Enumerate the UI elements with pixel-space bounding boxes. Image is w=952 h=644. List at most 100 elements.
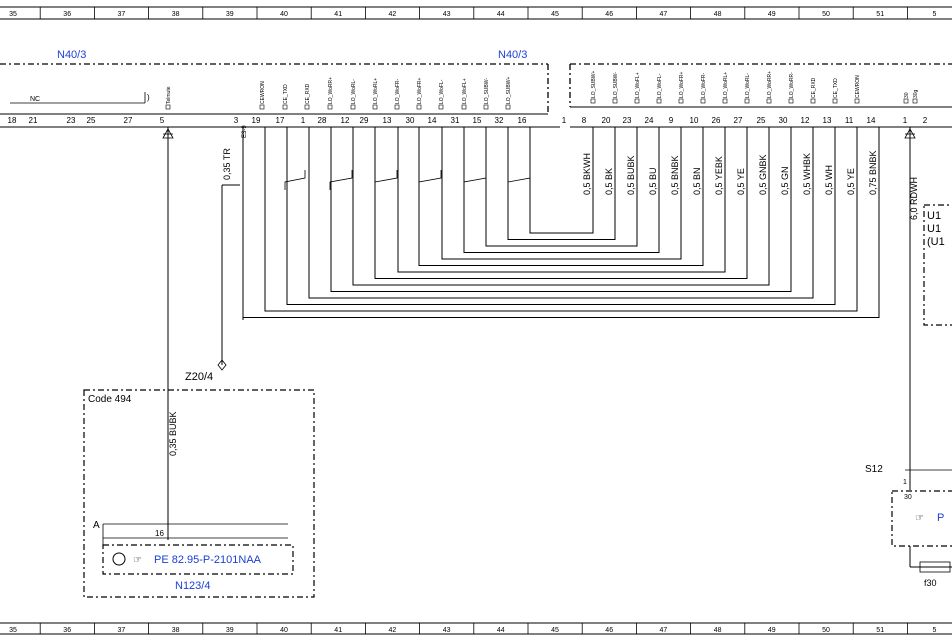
wire-label: 0,5 BK <box>604 168 614 195</box>
nc-label: NC <box>30 96 40 103</box>
right-pin-number: 9 <box>669 116 674 125</box>
left-pin-number: 1 <box>301 116 306 125</box>
right-signal-label: LO_SUBW- <box>613 72 619 98</box>
wire-path <box>397 127 726 273</box>
wire-label: 0,5 GNBK <box>758 154 768 195</box>
left-signal-label: CE_RXD <box>305 83 311 104</box>
left-branch: 0,35 BUBK E3-9 0,35 TR Z20/4 <box>162 125 248 540</box>
svg-text:): ) <box>147 93 150 102</box>
ruler-number: 40 <box>280 11 288 18</box>
wire-label: 0,5 BU <box>648 167 658 195</box>
twisted-pair-marker <box>463 170 487 190</box>
wire-path <box>264 127 858 312</box>
wire-tr-label: 0,35 TR <box>222 148 232 180</box>
right-signal-label: LO_WoFR+ <box>679 71 685 98</box>
right-signal-label: LO_WoFL- <box>657 73 663 98</box>
ruler-number: 36 <box>63 11 71 18</box>
right-signal-label: LO_WoRL- <box>745 73 751 98</box>
left-pin-number: 17 <box>276 116 285 125</box>
pin-1-label: 1 <box>903 479 907 486</box>
u-label-3: (U1 <box>927 236 945 248</box>
left-pin-number: 25 <box>87 116 96 125</box>
wire-label: 0,5 BKWH <box>582 153 592 195</box>
right-pin-number: 10 <box>690 116 699 125</box>
left-signal-label: LO_WoFR- <box>395 78 401 104</box>
left-pin-number: 32 <box>495 116 504 125</box>
ruler-number: 41 <box>334 627 342 634</box>
twisted-pair-marker <box>507 170 531 190</box>
right-pin-number: 12 <box>801 116 810 125</box>
wire-label: 0,5 BUBK <box>626 155 636 195</box>
ruler-number: 45 <box>551 627 559 634</box>
right-pin-number: 25 <box>757 116 766 125</box>
ruler-number: 49 <box>768 11 776 18</box>
right-pin-number: 23 <box>623 116 632 125</box>
ruler-number: 48 <box>714 627 722 634</box>
wire-label: 0,5 YEBK <box>714 156 724 195</box>
left-pin-number: 18 <box>8 116 17 125</box>
right-signal-label: CE_TXD <box>833 78 839 98</box>
ruler-number: 5 <box>932 627 936 634</box>
left-signal-label: CE_TXD <box>283 84 289 104</box>
right-pin-number: 24 <box>645 116 654 125</box>
wire-path <box>485 127 638 247</box>
ruler-number: 37 <box>118 11 126 18</box>
n40-left-label: N40/3 <box>57 49 86 61</box>
right-pin-number: 27 <box>734 116 743 125</box>
right-signal-label: 30 <box>904 92 910 98</box>
right-signal-label: LO_SUBW+ <box>591 71 597 98</box>
right-signal-label: LO_WoRL+ <box>723 72 729 98</box>
ruler-number: 39 <box>226 11 234 18</box>
wire-path <box>242 127 880 318</box>
ruler-number: 43 <box>443 11 451 18</box>
left-signal-label: CEWRON <box>260 81 266 104</box>
ruler-number: 51 <box>876 11 884 18</box>
right-pin-number: 1 <box>903 116 908 125</box>
ruler-number: 44 <box>497 11 505 18</box>
wire-bubk-label: 0,35 BUBK <box>168 411 178 456</box>
ruler-number: 39 <box>226 627 234 634</box>
z20-label: Z20/4 <box>185 371 213 383</box>
u-label-2: U1 <box>927 223 941 235</box>
right-branch: 6,0 RDWH U1 U1 (U1 S12 1 30 ☞ P f30 <box>865 127 952 588</box>
right-pin-number: 26 <box>712 116 721 125</box>
wire-label: 0,5 YE <box>736 168 746 195</box>
wire-path <box>529 127 594 234</box>
right-pin-number: 8 <box>582 116 587 125</box>
ruler-number: 50 <box>822 11 830 18</box>
left-pin-number: 3 <box>234 116 239 125</box>
ruler-number: 46 <box>605 11 613 18</box>
ruler-number: 36 <box>63 627 71 634</box>
reference-right: P <box>937 512 944 524</box>
left-signal-label: LO_WoFL+ <box>462 78 468 104</box>
wire-label: 0,5 GN <box>780 166 790 195</box>
left-pin-number: 23 <box>67 116 76 125</box>
right-pin-number: 11 <box>845 116 854 125</box>
ruler-number: 48 <box>714 11 722 18</box>
right-signal-label: LO_WoRR- <box>789 72 795 98</box>
ruler-number: 47 <box>660 627 668 634</box>
pin-30-label: 30 <box>904 494 912 501</box>
right-signal-label: CEWRON <box>855 75 861 98</box>
u-label-1: U1 <box>927 210 941 222</box>
ref-icon: ☞ <box>133 555 142 566</box>
left-pin-number: 15 <box>473 116 482 125</box>
ruler-number: 44 <box>497 627 505 634</box>
wire-label: 0,5 BN <box>692 167 702 195</box>
wire-label: 0,75 BNBK <box>868 150 878 195</box>
left-signal-label: LO_SUBW- <box>484 78 490 104</box>
wire-path <box>507 127 616 240</box>
ruler-number: 42 <box>389 11 397 18</box>
ruler-number: 37 <box>118 627 126 634</box>
left-signal-label: LO_SUBW+ <box>506 77 512 104</box>
a-label: A <box>93 520 100 531</box>
left-pin-number: 29 <box>360 116 369 125</box>
ruler-number: 49 <box>768 627 776 634</box>
left-pin-number: 5 <box>160 116 165 125</box>
right-signal-label: CE_RXD <box>811 77 817 98</box>
reference-link[interactable]: PE 82.95-P-2101NAA <box>154 554 262 566</box>
left-signal-label: LO_WoFL- <box>439 79 445 104</box>
wire-path <box>352 127 770 286</box>
